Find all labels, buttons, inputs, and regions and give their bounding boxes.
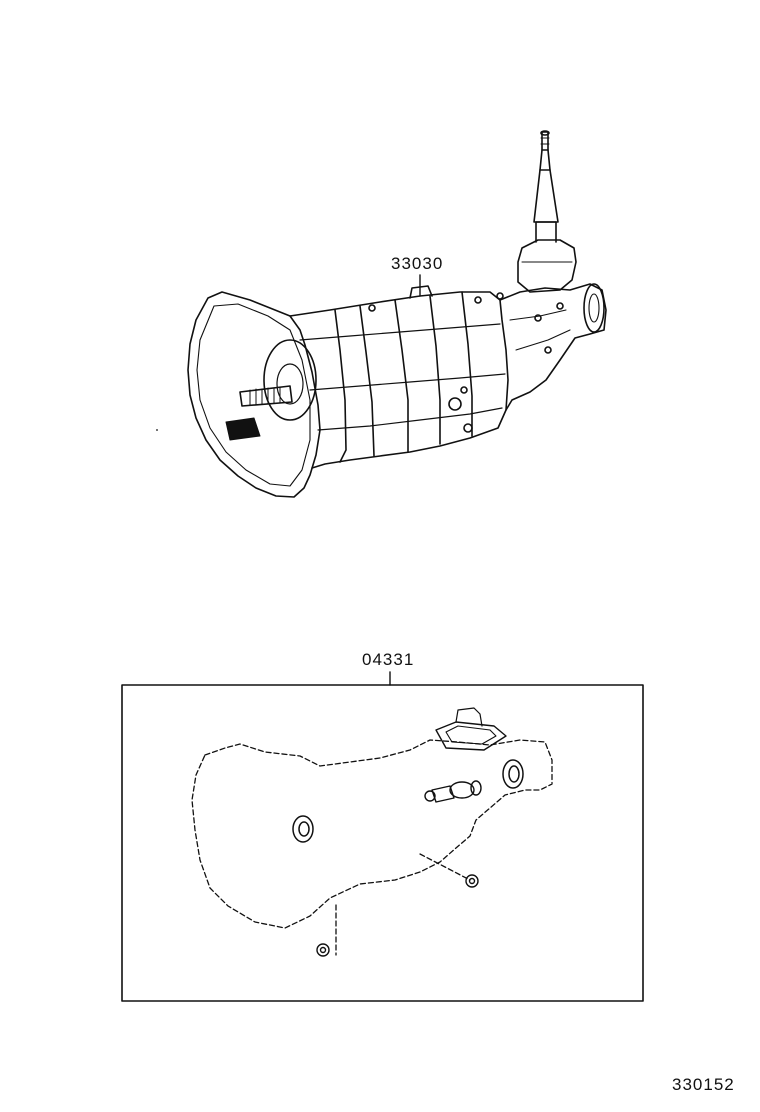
front-oil-seal: [292, 815, 314, 843]
shift-lever: [533, 130, 559, 243]
transmission-part-number: 33030: [391, 254, 444, 273]
plug-gasket: [465, 874, 479, 888]
transmission-assembly-drawing: [187, 130, 607, 498]
gasket-kit-drawing: [191, 739, 553, 956]
speedometer-sleeve: [424, 780, 482, 803]
gasket-kit-box: [121, 684, 644, 1002]
shift-tower: [517, 239, 577, 293]
gasket-kit-part-number: 04331: [362, 650, 415, 669]
input-shaft: [239, 385, 293, 407]
extension-housing: [499, 283, 607, 411]
shift-cover-gasket: [435, 707, 507, 751]
bell-housing: [187, 291, 321, 498]
transmission-case: [289, 291, 509, 469]
plug-gasket: [316, 943, 330, 957]
figure-number: 330152: [672, 1075, 735, 1094]
rear-oil-seal: [502, 759, 524, 789]
